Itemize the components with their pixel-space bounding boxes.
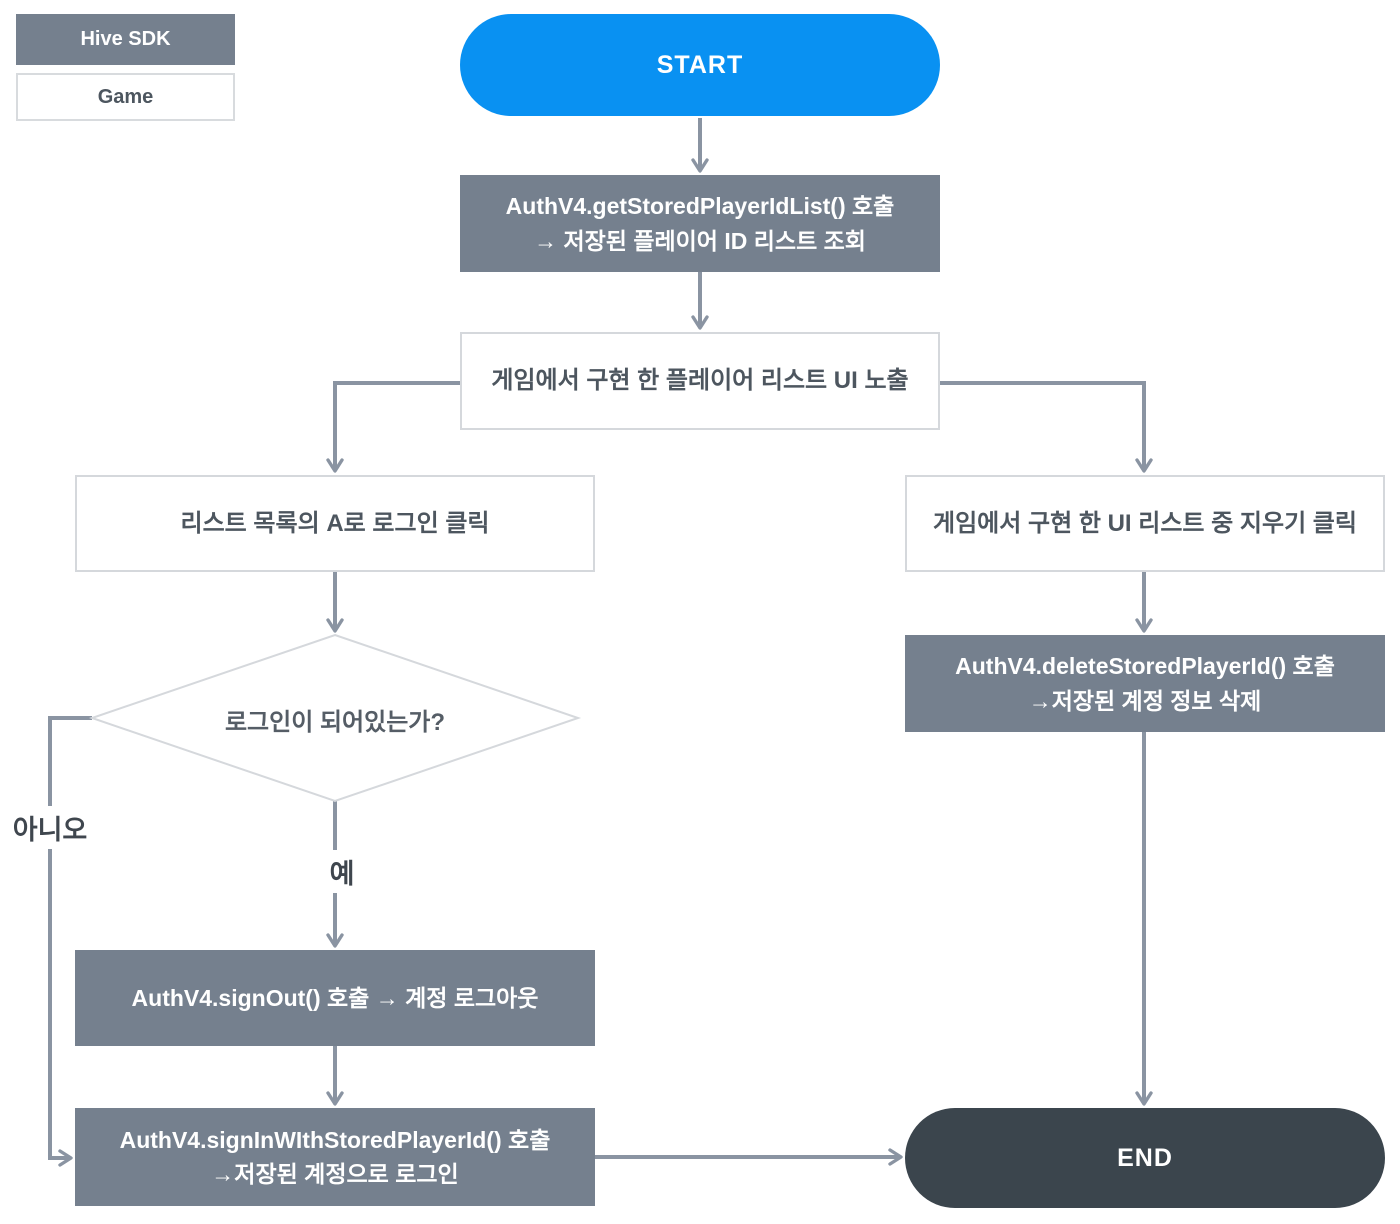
legend-hive-sdk: Hive SDK: [16, 14, 235, 65]
delete-click-label: 게임에서 구현 한 UI 리스트 중 지우기 클릭: [933, 509, 1357, 537]
edge-decision-no-to-signin: [48, 716, 92, 1167]
sign-in-with-stored-player-id-node: AuthV4.signInWIthStoredPlayerId() 호출 →저장…: [75, 1108, 595, 1206]
legend-game-label: Game: [97, 85, 154, 108]
delete-stored-line1: AuthV4.deleteStoredPlayerId() 호출: [955, 653, 1335, 679]
end-node: END: [905, 1108, 1385, 1208]
legend-game: Game: [16, 73, 235, 121]
player-list-ui-label: 게임에서 구현 한 플레이어 리스트 UI 노출: [491, 367, 909, 395]
start-node: START: [460, 14, 940, 116]
legend-hive-sdk-label: Hive SDK: [80, 28, 171, 50]
start-label: START: [656, 50, 744, 79]
delete-click-node: 게임에서 구현 한 UI 리스트 중 지우기 클릭: [905, 475, 1385, 572]
branch-label-yes: 예: [317, 850, 367, 893]
get-stored-player-id-list-line2: → 저장된 플레이어 ID 리스트 조회: [534, 227, 866, 254]
player-list-ui-node: 게임에서 구현 한 플레이어 리스트 UI 노출: [460, 332, 940, 430]
sign-in-line2: →저장된 계정으로 로그인: [211, 1161, 459, 1187]
sign-in-line1: AuthV4.signInWIthStoredPlayerId() 호출: [119, 1126, 551, 1153]
login-click-node: 리스트 목록의 A로 로그인 클릭: [75, 475, 595, 572]
delete-stored-line2: →저장된 계정 정보 삭제: [1028, 687, 1262, 714]
delete-stored-player-id-node: AuthV4.deleteStoredPlayerId() 호출 →저장된 계정…: [905, 635, 1385, 732]
sign-out-label: AuthV4.signOut() 호출 → 계정 로그아웃: [131, 984, 539, 1011]
edge-listui-to-loginclick: [326, 381, 462, 473]
end-label: END: [1117, 1143, 1173, 1172]
get-stored-player-id-list-line1: AuthV4.getStoredPlayerIdList() 호출: [505, 193, 895, 219]
edge-listui-to-deleteclick: [938, 381, 1153, 473]
decision-label: 로그인이 되어있는가?: [224, 709, 446, 736]
login-click-label: 리스트 목록의 A로 로그인 클릭: [180, 509, 490, 537]
branch-label-no: 아니오: [2, 806, 98, 849]
get-stored-player-id-list-node: AuthV4.getStoredPlayerIdList() 호출 → 저장된 …: [460, 175, 940, 272]
sign-out-node: AuthV4.signOut() 호출 → 계정 로그아웃: [75, 950, 595, 1046]
